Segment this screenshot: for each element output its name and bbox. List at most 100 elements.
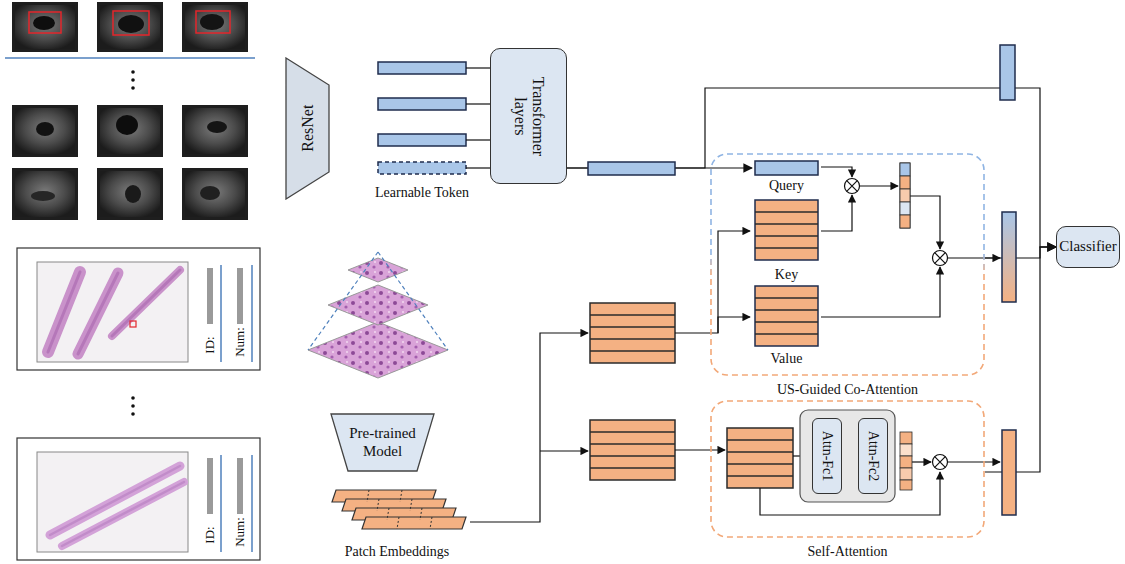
ellipsis-dots: [131, 78, 135, 82]
ellipsis-dots: [131, 70, 135, 74]
feature-stack: [727, 428, 793, 488]
weight-bar: [900, 468, 912, 480]
feature-stack: [590, 420, 675, 480]
patch-pyramid: [328, 285, 428, 325]
classifier-box: Classifier: [1056, 226, 1120, 268]
pathology-slide: [17, 248, 260, 370]
pathology-slide: [50, 466, 184, 546]
vector-shape: [755, 161, 818, 175]
pathology-slide: [207, 268, 213, 324]
node-label: Attn-Fc1: [819, 421, 835, 491]
ultrasound-image: [12, 2, 78, 52]
weight-bar: [900, 456, 912, 468]
ultrasound-image: [33, 16, 55, 30]
weight-bar: [900, 163, 910, 228]
ultrasound-image: [182, 168, 248, 220]
ultrasound-image: [36, 122, 54, 136]
attn-fc-box: Attn-Fc2: [858, 418, 888, 494]
value-matrix: Value: [752, 285, 821, 367]
ultrasound-image: [116, 115, 138, 135]
ultrasound-image: [100, 171, 160, 217]
wire: [675, 231, 750, 333]
feature-stack: [727, 440, 793, 476]
pathology-slide: [207, 458, 213, 514]
pathology-slide: [48, 270, 180, 354]
patch-pyramid: [308, 322, 448, 378]
feature-stack: [590, 315, 675, 351]
wire: [821, 195, 852, 231]
key-matrix: Key: [752, 199, 821, 283]
patch-embedding-card: [420, 508, 422, 520]
wire: [948, 461, 1000, 462]
pathology-slide: [251, 455, 253, 552]
ultrasound-image: [31, 191, 55, 201]
wire: [793, 455, 800, 456]
slide-count-label: Num:: [233, 327, 248, 357]
wire: [470, 167, 1000, 522]
feature-bar: [588, 162, 675, 175]
region-outline: [710, 400, 985, 538]
patch-embedding-card: [377, 499, 379, 511]
multiply-symbol: [933, 455, 948, 470]
slide-count-label: Num:: [233, 517, 248, 547]
patch-pyramid: [308, 252, 448, 378]
row-divider: [755, 333, 818, 335]
patch-embedding-card: [430, 517, 432, 529]
region-outline: [711, 401, 984, 537]
wire: [466, 167, 490, 168]
ultrasound-image: [29, 12, 61, 33]
weight-bar: [900, 432, 912, 490]
feature-stack: [590, 303, 675, 363]
patch-embedding-card: [400, 490, 402, 502]
wire: [910, 196, 940, 249]
wire: [912, 461, 931, 462]
patch-embedding-card: [367, 490, 369, 502]
wire: [540, 450, 588, 451]
multiply-symbol: [845, 179, 860, 194]
ultrasound-image: [200, 186, 220, 200]
wire: [821, 167, 852, 177]
node-label: Transformer layers: [510, 66, 547, 166]
ultrasound-image: [15, 108, 75, 154]
ultrasound-image: [12, 105, 78, 157]
patch-embedding-card: [397, 517, 399, 529]
row-divider: [755, 235, 818, 237]
node-label: Attn-Fc2: [865, 421, 881, 491]
wire: [821, 267, 940, 317]
ultrasound-image: [12, 168, 78, 220]
ultrasound-image: [100, 108, 160, 154]
ultrasound-image: [125, 185, 141, 203]
feature-bar: [1000, 45, 1015, 100]
ultrasound-image: [185, 108, 245, 154]
pathology-slide: [237, 458, 243, 514]
pathology-slide: [48, 270, 180, 354]
pathology-slide: [237, 268, 243, 324]
weight-bar: [900, 189, 910, 202]
multiply-symbol: [935, 457, 946, 468]
ultrasound-image: [185, 5, 245, 49]
vector-shape: [755, 200, 818, 260]
node-outline: [286, 58, 329, 199]
wire: [470, 333, 588, 522]
pathology-slide: [130, 321, 136, 327]
pathology-slide: [17, 438, 260, 560]
weight-bar: [900, 444, 912, 456]
ultrasound-image: [100, 5, 160, 49]
ultrasound-image: [12, 105, 78, 157]
ultrasound-image: [97, 2, 163, 52]
separator-line: [5, 57, 255, 59]
patch-pyramid: [348, 258, 408, 282]
patch-pyramid: [378, 252, 448, 350]
slide-id-label: ID:: [203, 526, 218, 543]
node-label: US-Guided Co-Attention: [777, 382, 918, 398]
wire: [466, 103, 490, 104]
vector-shape: [752, 199, 821, 261]
region-outline: [710, 153, 985, 376]
pretrained-model: Pre-trained Model: [330, 413, 435, 472]
caption-label: Learnable Token: [375, 185, 469, 201]
row-divider: [755, 223, 818, 225]
multiply-symbol: [933, 251, 948, 266]
token-bar: [378, 134, 466, 146]
attn-fc-box: Attn-Fc1: [812, 418, 842, 494]
